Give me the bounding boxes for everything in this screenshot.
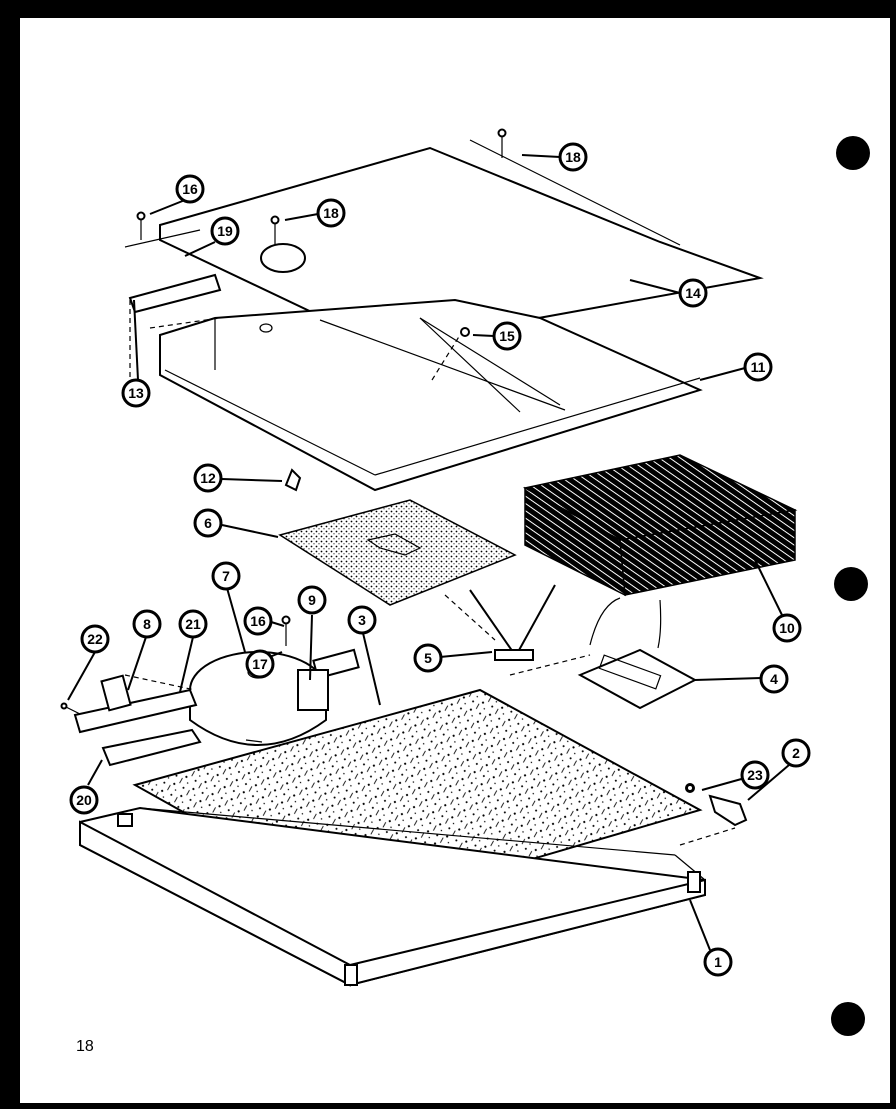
mounting-plate: [577, 597, 698, 710]
nut-15: [460, 327, 470, 337]
svg-text:18: 18: [565, 149, 581, 165]
callout-1: 1: [703, 947, 733, 977]
svg-text:8: 8: [143, 616, 151, 632]
binder-hole-bottom: [831, 1002, 865, 1036]
svg-text:15: 15: [499, 328, 515, 344]
bracket-20: [101, 728, 202, 767]
svg-text:13: 13: [128, 385, 144, 401]
svg-text:14: 14: [685, 285, 701, 301]
svg-text:7: 7: [222, 568, 230, 584]
screw-22: [60, 702, 81, 715]
bracket-13: [124, 229, 222, 314]
svg-text:10: 10: [779, 620, 795, 636]
callout-2: 2: [781, 738, 811, 768]
svg-text:9: 9: [308, 592, 316, 608]
svg-text:22: 22: [87, 631, 103, 647]
callout-8: 8: [132, 609, 162, 639]
svg-text:6: 6: [204, 515, 212, 531]
callout-21: 21: [178, 609, 208, 639]
callout-9: 9: [297, 585, 327, 615]
screw-23: [686, 784, 694, 792]
svg-text:17: 17: [252, 656, 268, 672]
callout-16-top: 16: [175, 174, 205, 204]
callout-17: 17: [245, 649, 275, 679]
callout-23: 23: [740, 760, 770, 790]
svg-text:4: 4: [770, 671, 778, 687]
screw-16-motor: [281, 615, 291, 646]
callout-18-top: 18: [316, 198, 346, 228]
clip-12: [284, 468, 302, 492]
binder-hole-middle: [834, 567, 868, 601]
svg-text:11: 11: [751, 359, 766, 375]
callout-3: 3: [347, 605, 377, 635]
callout-14: 14: [678, 278, 708, 308]
screw-18-top: [270, 215, 280, 244]
callout-5: 5: [413, 643, 443, 673]
bottom-frame: [79, 806, 736, 987]
callout-19: 19: [210, 216, 240, 246]
svg-text:16: 16: [250, 613, 266, 629]
svg-text:21: 21: [185, 616, 201, 632]
svg-text:18: 18: [323, 205, 339, 221]
callout-7: 7: [211, 561, 241, 591]
media-block: [522, 454, 798, 597]
svg-text:20: 20: [76, 792, 92, 808]
svg-text:19: 19: [217, 223, 233, 239]
callout-12: 12: [193, 463, 223, 493]
callout-4: 4: [759, 664, 789, 694]
fan-motor: [189, 648, 360, 746]
binder-hole-top: [836, 136, 870, 170]
bracket-2: [685, 783, 748, 827]
screw-18-right: [497, 128, 507, 158]
upper-tray-frame: [129, 298, 703, 492]
svg-text:3: 3: [358, 612, 366, 628]
callout-15: 15: [492, 321, 522, 351]
svg-text:16: 16: [182, 181, 198, 197]
support-arms: [444, 584, 591, 676]
callout-22: 22: [80, 624, 110, 654]
screw-16-top: [136, 211, 146, 240]
svg-text:23: 23: [747, 767, 763, 783]
page-number: 18: [76, 1038, 94, 1055]
callout-16-motor: 16: [243, 606, 273, 636]
callout-11: 11: [743, 352, 773, 382]
callout-10: 10: [772, 613, 802, 643]
svg-text:1: 1: [714, 954, 722, 970]
svg-text:5: 5: [424, 650, 432, 666]
svg-text:12: 12: [200, 470, 216, 486]
callout-13: 13: [121, 378, 151, 408]
top-cover-panel: [159, 139, 764, 337]
left-rail: [73, 674, 198, 734]
callout-6: 6: [193, 508, 223, 538]
leader-lines: [67, 154, 790, 951]
callout-20: 20: [69, 785, 99, 815]
svg-text:2: 2: [792, 745, 800, 761]
callout-18-right: 18: [558, 142, 588, 172]
